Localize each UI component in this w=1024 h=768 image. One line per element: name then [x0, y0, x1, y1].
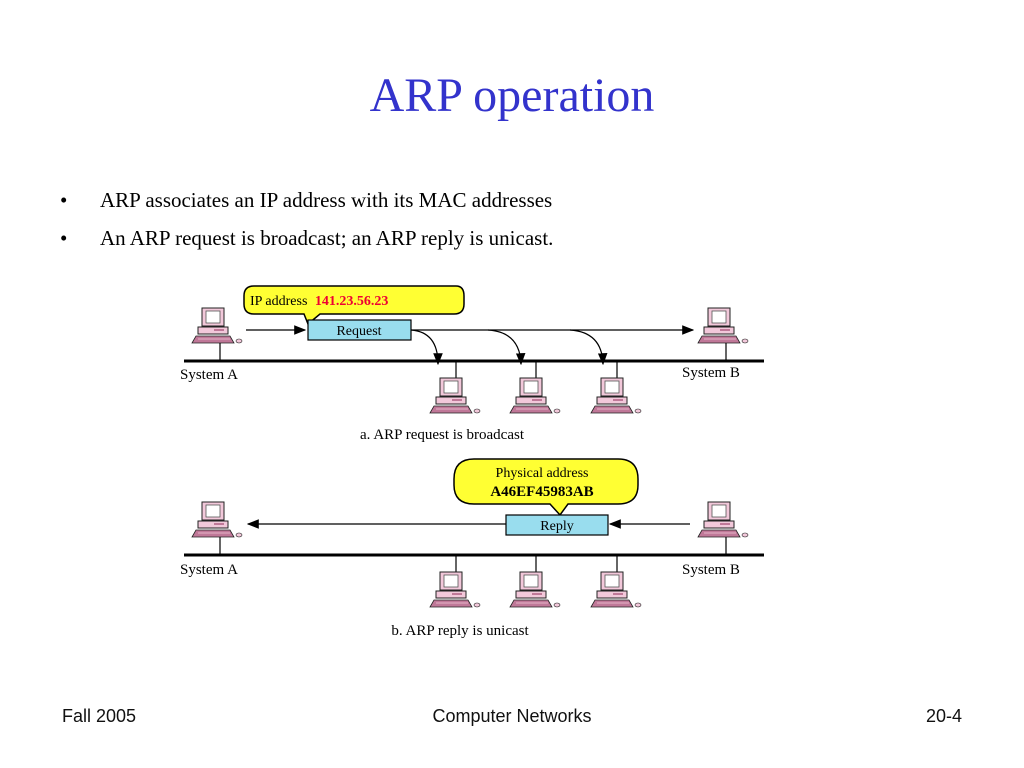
footer-page-number: 20-4 — [925, 706, 962, 726]
computer-host — [509, 361, 561, 414]
computer-host — [509, 555, 561, 608]
reply-packet — [505, 514, 609, 536]
computer-system-a — [191, 307, 243, 361]
system-a-label: System A — [180, 562, 238, 578]
part-b: Physical address A46EF45983AB Reply — [180, 458, 764, 639]
bullet-item: An ARP request is broadcast; an ARP repl… — [60, 224, 553, 262]
computer-host — [429, 361, 481, 414]
computer-system-a — [191, 501, 243, 555]
mac-callout-value: A46EF45983AB — [490, 484, 593, 500]
part-a: IP address 141.23.56.23 Request — [180, 285, 764, 443]
arp-diagram: IP address 141.23.56.23 Request — [180, 285, 764, 639]
ip-callout-value: 141.23.56.23 — [315, 294, 389, 309]
mac-callout-bubble — [453, 458, 639, 517]
computer-system-b — [697, 501, 749, 555]
caption-a: a. ARP request is broadcast — [360, 427, 525, 443]
reply-packet-label: Reply — [540, 519, 573, 534]
computer-host — [429, 555, 481, 608]
computer-host — [590, 555, 642, 608]
mac-callout-label: Physical address — [496, 466, 589, 481]
computer-host — [590, 361, 642, 414]
request-packet-label: Request — [336, 324, 381, 339]
computer-system-b — [697, 307, 749, 361]
slide-title: ARP operation — [369, 69, 655, 122]
bullet-list: ARP associates an IP address with its MA… — [60, 186, 553, 262]
caption-b: b. ARP reply is unicast — [391, 623, 529, 639]
system-b-label: System B — [682, 562, 740, 578]
system-a-label: System A — [180, 367, 238, 383]
bullet-item: ARP associates an IP address with its MA… — [60, 186, 553, 224]
footer-date: Fall 2005 — [62, 706, 137, 726]
ip-callout-label: IP address — [250, 294, 307, 309]
svg-text:IP address 141.23.56.23: IP address 141.23.56.23 — [250, 294, 388, 309]
system-b-label: System B — [682, 365, 740, 381]
ip-callout-bubble — [243, 285, 465, 326]
footer-course: Computer Networks — [432, 706, 592, 726]
